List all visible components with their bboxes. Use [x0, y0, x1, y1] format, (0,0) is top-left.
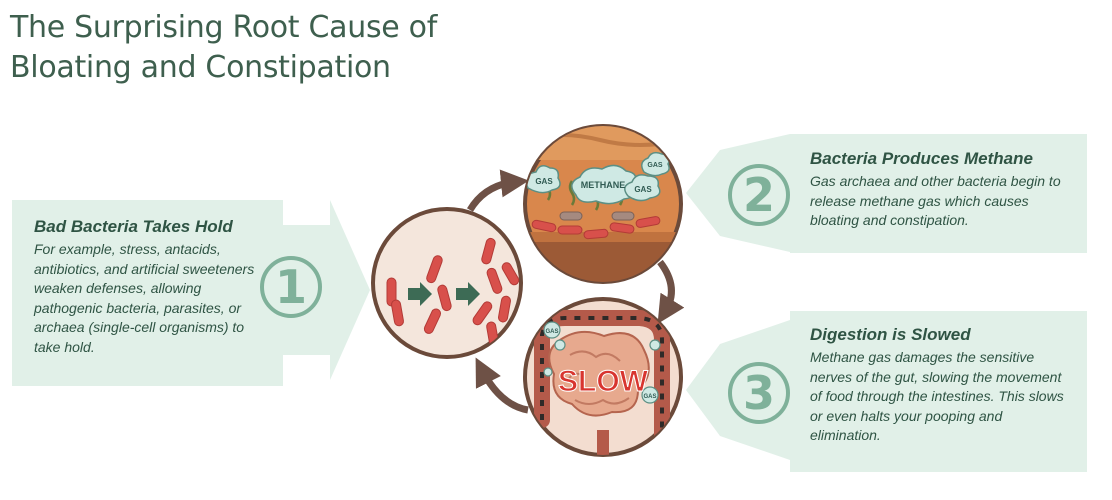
cycle-arrow-right	[657, 259, 685, 324]
bacterium	[501, 262, 520, 286]
gas-label: GAS	[535, 177, 553, 186]
methane-cloud	[571, 164, 637, 205]
progress-arrow-icon	[408, 282, 432, 306]
step-3-description: Methane gas damages the sensitive nerves…	[810, 349, 1064, 443]
step-1-number: 1	[260, 256, 322, 318]
step-2-description: Gas archaea and other bacteria begin to …	[810, 173, 1061, 228]
gas-label: GAS	[634, 185, 652, 194]
bacteria-circle	[371, 207, 523, 359]
bacterium	[426, 255, 443, 284]
gas-label: GAS	[647, 162, 663, 169]
step-2-heading: Bacteria Produces Methane	[810, 149, 1033, 168]
bacterium	[423, 308, 442, 334]
bacterium	[481, 237, 496, 265]
bacterium	[486, 267, 503, 294]
bacterium	[498, 295, 511, 323]
cycle-arrow-top	[466, 169, 529, 212]
page-title: The Surprising Root Cause of Bloating an…	[10, 8, 530, 88]
gas-label: GAS	[643, 394, 656, 400]
gas-label: GAS	[545, 329, 558, 335]
bacterium	[559, 211, 583, 221]
pointer-arrow-1	[283, 200, 370, 380]
step-1-heading: Bad Bacteria Takes Hold	[34, 217, 233, 236]
bacterium	[472, 301, 493, 326]
slow-digestion-circle: GAS GAS SLOW	[523, 297, 683, 457]
cycle-arrow-left	[475, 357, 529, 414]
methane-circle: GAS METHANE GAS GAS	[523, 124, 683, 284]
gas-cloud	[525, 165, 561, 194]
step-3-number: 3	[728, 362, 790, 424]
bacterium	[611, 211, 635, 221]
bacterium	[635, 216, 661, 228]
bacterium	[391, 299, 404, 327]
step-3-heading: Digestion is Slowed	[810, 325, 971, 344]
step-2-number: 2	[728, 164, 790, 226]
bacterium	[583, 228, 609, 240]
slow-label: SLOW	[558, 365, 649, 398]
step-2-card: Bacteria Produces Methane Gas archaea an…	[790, 134, 1087, 253]
title-line-2: Bloating and Constipation	[10, 50, 391, 85]
bacterium	[557, 225, 583, 235]
bacterium	[531, 219, 557, 233]
step-3-card: Digestion is Slowed Methane gas damages …	[790, 311, 1087, 472]
step-1-description: For example, stress, antacids, antibioti…	[34, 241, 255, 355]
bacterium	[437, 284, 452, 312]
progress-arrow-icon	[456, 282, 480, 306]
methane-label: METHANE	[581, 180, 626, 190]
title-line-1: The Surprising Root Cause of	[10, 10, 437, 45]
gas-cloud	[624, 174, 661, 202]
step-1-card: Bad Bacteria Takes Hold For example, str…	[12, 200, 283, 386]
bacterium	[609, 222, 635, 234]
